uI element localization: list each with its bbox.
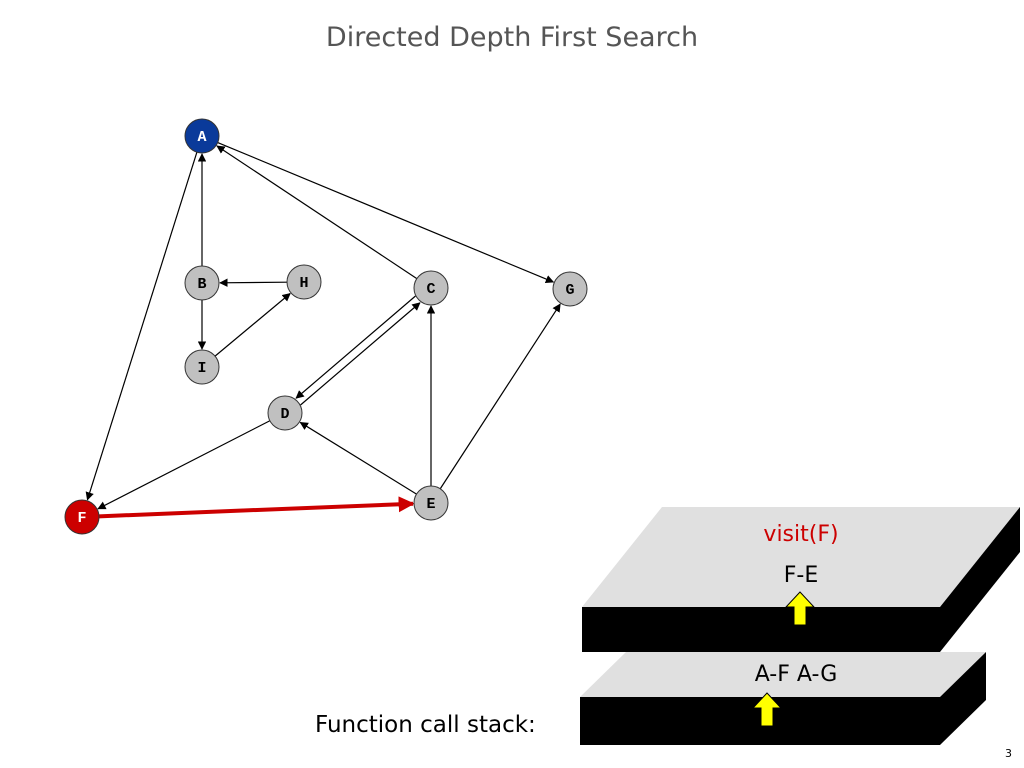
frame-call-text: visit(F) <box>763 522 838 547</box>
frame-front-face <box>580 697 940 745</box>
frame-front-face <box>582 607 940 652</box>
node-circle <box>184 349 220 385</box>
node-label: I <box>197 360 206 377</box>
call-stack-label: Function call stack: <box>315 712 536 738</box>
up-arrow-icon <box>751 692 783 727</box>
node-h: H <box>286 264 322 300</box>
node-circle <box>413 270 449 306</box>
edge-a-f <box>85 152 198 501</box>
node-label: E <box>426 496 435 513</box>
node-label: F <box>77 510 86 527</box>
node-circle <box>184 118 220 154</box>
node-circle <box>64 499 100 535</box>
edge-e-g <box>439 303 561 490</box>
node-label: A <box>197 129 206 146</box>
node-e: E <box>413 485 449 521</box>
stack-frame-bottom: A-F A-G <box>580 652 986 745</box>
frame-top-face <box>580 652 986 697</box>
nodes-layer: A B H C G I D E F <box>64 118 588 535</box>
call-stack: A-F A-G visit(F) F-E <box>580 507 1020 745</box>
node-f: F <box>64 499 100 535</box>
edge-d-f <box>97 420 271 510</box>
node-circle <box>286 264 322 300</box>
node-label: H <box>299 275 308 292</box>
edge-c-d <box>295 295 416 399</box>
node-b: B <box>184 265 220 301</box>
edge-f-e <box>98 496 415 519</box>
edge-i-h <box>214 292 291 357</box>
node-circle <box>184 265 220 301</box>
edge-h-b <box>219 278 288 287</box>
node-d: D <box>267 395 303 431</box>
node-c: C <box>413 270 449 306</box>
edge-e-d <box>299 421 417 495</box>
node-label: D <box>280 406 289 423</box>
edge-a-g <box>217 141 555 284</box>
frame-top-face <box>582 507 1020 607</box>
edges-layer <box>85 141 561 519</box>
page-number: 3 <box>1005 747 1012 760</box>
stack-frame-top: visit(F) F-E <box>582 507 1020 652</box>
frame-side-face <box>940 652 986 745</box>
node-label: B <box>197 276 206 293</box>
frame-edges-text: A-F A-G <box>755 662 838 687</box>
node-circle <box>267 395 303 431</box>
node-label: G <box>565 282 574 299</box>
node-label: C <box>426 281 435 298</box>
frame-side-face <box>940 507 1020 652</box>
node-i: I <box>184 349 220 385</box>
node-g: G <box>552 271 588 307</box>
edge-d-c <box>300 302 421 406</box>
edge-c-a <box>216 145 418 280</box>
up-arrow-icon <box>784 591 816 626</box>
slide-title: Directed Depth First Search <box>325 22 699 53</box>
node-circle <box>552 271 588 307</box>
node-circle <box>413 485 449 521</box>
node-a: A <box>184 118 220 154</box>
frame-edges-text: F-E <box>784 563 819 588</box>
